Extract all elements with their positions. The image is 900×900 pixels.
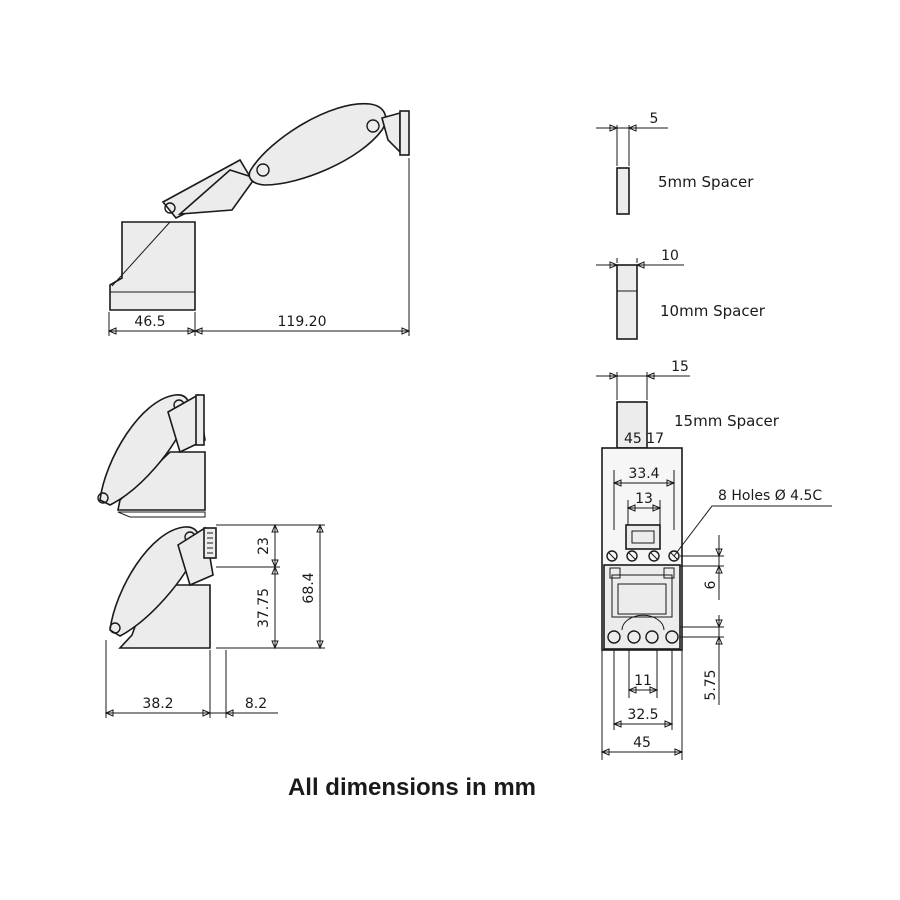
dim-38-2: 38.2 (142, 696, 173, 712)
dim-45: 45 (633, 735, 651, 751)
spacer-10-label: 10mm Spacer (660, 302, 766, 320)
spacer-10-thickness: 10 (661, 248, 679, 264)
footer-note: All dimensions in mm (288, 774, 536, 801)
side-view-open: 46.5 119.20 (107, 103, 411, 336)
spacer-15mm: 15 15mm Spacer (596, 359, 780, 449)
dim-6: 6 (703, 580, 719, 589)
dim-13: 13 (635, 491, 653, 507)
spacer-10mm: 10 10mm Spacer (596, 248, 766, 340)
dim-8-2: 8.2 (245, 696, 267, 712)
spacer-5mm: 5 5mm Spacer (596, 111, 754, 215)
dim-68-4: 68.4 (301, 572, 317, 603)
front-view: 45 17 33.4 13 8 Holes Ø 4.5C (600, 431, 832, 760)
closed-view-upper (97, 393, 206, 518)
dim-11: 11 (634, 673, 652, 689)
dim-5-75: 5.75 (703, 669, 719, 700)
dim-total-reach: 119.20 (278, 314, 327, 330)
spacer-5-label: 5mm Spacer (658, 173, 754, 191)
closed-view-lower: 23 37.75 68.4 38.2 8.2 (104, 523, 325, 718)
dim-33-4: 33.4 (628, 466, 659, 482)
holes-note: 8 Holes Ø 4.5C (718, 488, 822, 504)
dim-23: 23 (256, 537, 272, 555)
dim-32-5: 32.5 (627, 707, 658, 723)
spacer-5-thickness: 5 (650, 111, 659, 127)
spacer-15-thickness: 15 (671, 359, 689, 375)
dim-45-17: 45 17 (624, 431, 664, 447)
dim-base-width: 46.5 (134, 314, 165, 330)
dim-37-75: 37.75 (256, 588, 272, 628)
spacer-15-label: 15mm Spacer (674, 412, 780, 430)
